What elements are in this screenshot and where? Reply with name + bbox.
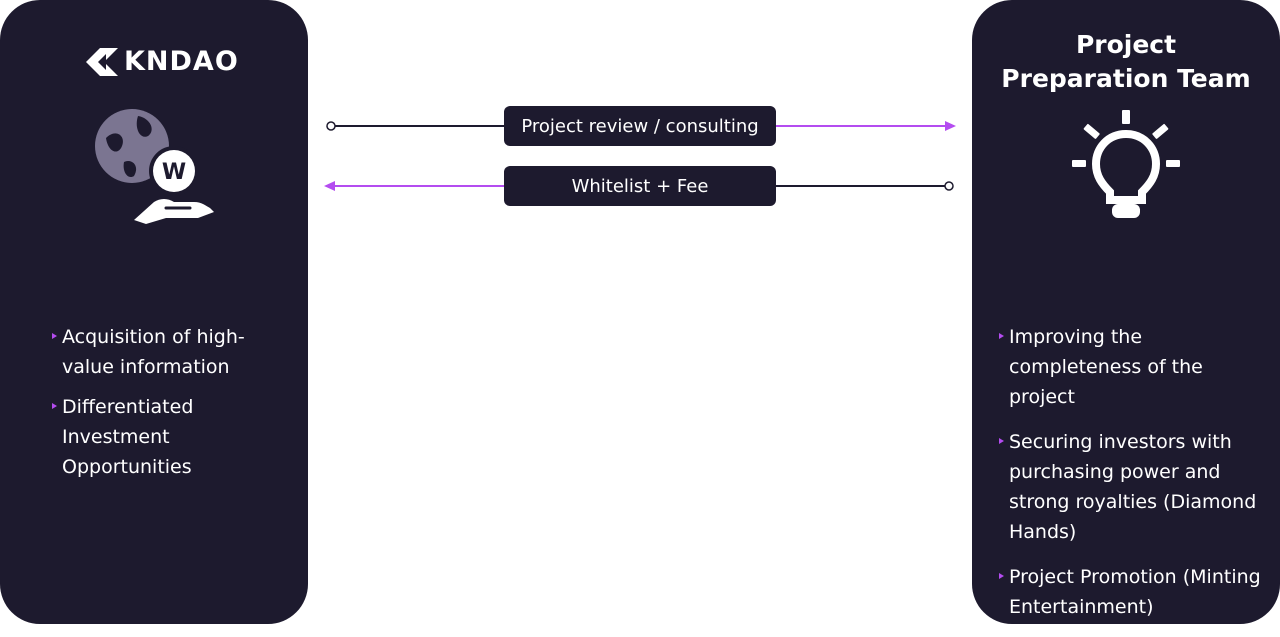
arrow-review [326, 121, 956, 131]
flow-lines [324, 121, 956, 191]
panel-title: Project Preparation Team [1001, 30, 1251, 93]
kndao-logo: KNDAO [86, 46, 239, 77]
logo-text: KNDAO [124, 46, 239, 77]
list-item: Differentiated Investment Opportunities [50, 392, 290, 482]
kndao-panel: KNDAO W Acquisition of high-value inform… [0, 0, 308, 624]
list-item: Project Promotion (Minting Entertainment… [997, 562, 1267, 622]
arrow-whitelist [324, 181, 954, 191]
kndao-benefits: Acquisition of high-value information Di… [50, 322, 290, 492]
list-item: Improving the completeness of the projec… [997, 322, 1267, 412]
kndao-logo-icon [86, 47, 118, 76]
list-item: Acquisition of high-value information [50, 322, 290, 382]
team-benefits: Improving the completeness of the projec… [997, 322, 1267, 637]
globe-coin-hand-icon: W [95, 109, 214, 224]
project-team-panel: Project Preparation Team Improving the c… [972, 0, 1280, 624]
flow-label-review: Project review / consulting [504, 106, 776, 146]
flow-label-whitelist: Whitelist + Fee [504, 166, 776, 206]
coin-letter: W [162, 160, 186, 185]
list-item: Securing investors with purchasing power… [997, 427, 1267, 547]
lightbulb-icon [1072, 110, 1180, 218]
